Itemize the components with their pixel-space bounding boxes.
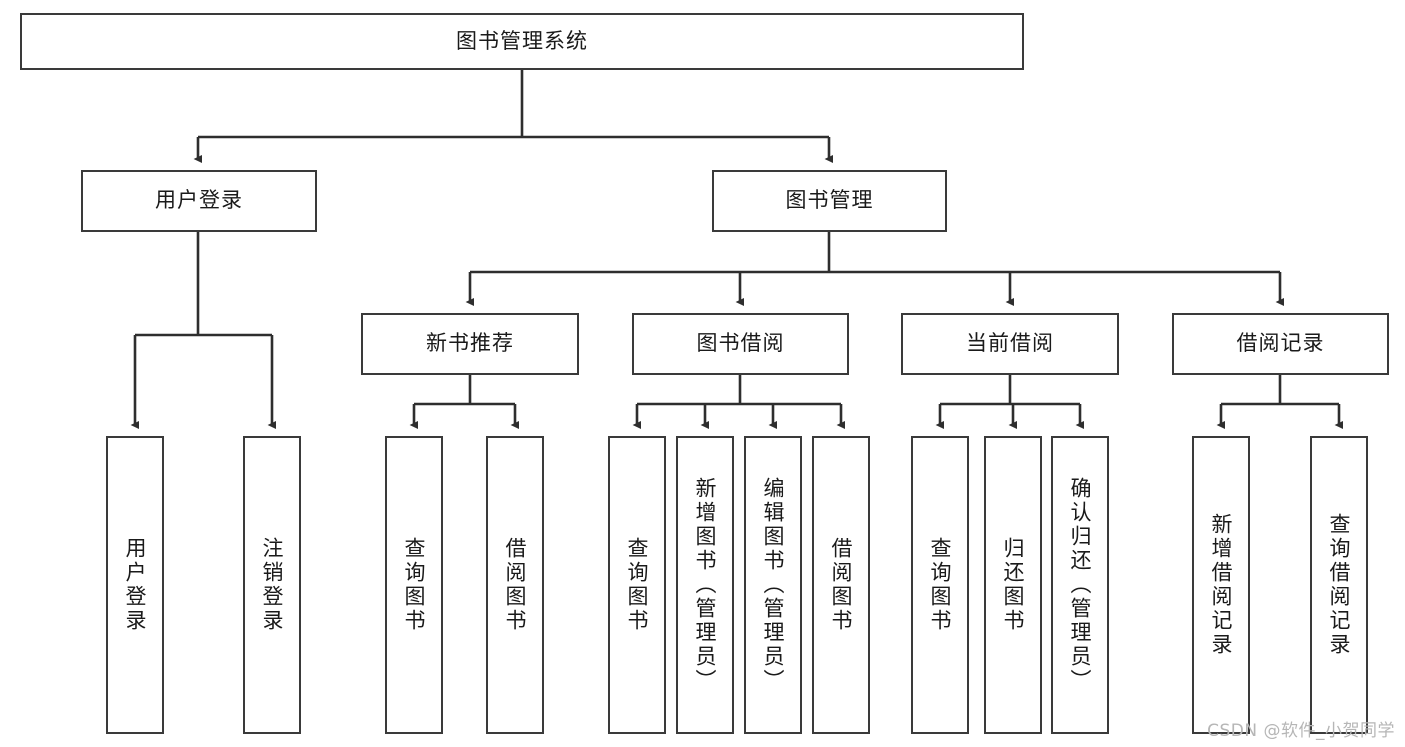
node-book-management-label: 图书管理 [785,188,874,213]
node-root[interactable]: 图书管理系统 [20,13,1024,70]
node-leaf-borrow-query[interactable]: 查询图书 [608,436,666,734]
watermark-text: CSDN @软件_小贺同学 [1207,721,1395,741]
node-user-login[interactable]: 用户登录 [81,170,317,232]
node-leaf-current-confirm[interactable]: 确认归还（管理员） [1051,436,1109,734]
node-leaf-recommend-borrow-label: 借阅图书 [503,537,527,633]
node-new-book-recommend-label: 新书推荐 [426,331,514,356]
node-current-borrow-label: 当前借阅 [966,331,1054,356]
node-leaf-borrow-add[interactable]: 新增图书（管理员） [676,436,734,734]
node-new-book-recommend[interactable]: 新书推荐 [361,313,579,375]
node-leaf-current-query-label: 查询图书 [928,537,952,633]
node-leaf-recommend-borrow[interactable]: 借阅图书 [486,436,544,734]
node-leaf-borrow-query-label: 查询图书 [625,537,649,633]
node-leaf-record-add-label: 新增借阅记录 [1209,513,1233,657]
node-leaf-current-query[interactable]: 查询图书 [911,436,969,734]
node-leaf-current-return[interactable]: 归还图书 [984,436,1042,734]
node-leaf-borrow-edit[interactable]: 编辑图书（管理员） [744,436,802,734]
node-leaf-borrow-add-label: 新增图书（管理员） [693,477,717,693]
node-leaf-borrow-lend-label: 借阅图书 [829,537,853,633]
node-leaf-logout-label: 注销登录 [260,537,284,633]
node-leaf-record-query-label: 查询借阅记录 [1327,513,1351,657]
node-leaf-recommend-query[interactable]: 查询图书 [385,436,443,734]
node-leaf-user-login[interactable]: 用户登录 [106,436,164,734]
node-book-borrow-label: 图书借阅 [696,331,785,356]
node-leaf-user-login-label: 用户登录 [123,537,147,633]
node-leaf-borrow-edit-label: 编辑图书（管理员） [761,477,785,693]
node-leaf-current-confirm-label: 确认归还（管理员） [1068,477,1092,693]
node-current-borrow[interactable]: 当前借阅 [901,313,1119,375]
node-book-management[interactable]: 图书管理 [712,170,947,232]
node-leaf-current-return-label: 归还图书 [1001,537,1025,633]
node-leaf-record-add[interactable]: 新增借阅记录 [1192,436,1250,734]
node-user-login-label: 用户登录 [155,188,243,213]
node-leaf-recommend-query-label: 查询图书 [402,537,426,633]
node-leaf-record-query[interactable]: 查询借阅记录 [1310,436,1368,734]
node-borrow-record[interactable]: 借阅记录 [1172,313,1389,375]
node-root-label: 图书管理系统 [456,28,588,53]
node-leaf-borrow-lend[interactable]: 借阅图书 [812,436,870,734]
node-leaf-logout[interactable]: 注销登录 [243,436,301,734]
node-borrow-record-label: 借阅记录 [1236,331,1325,356]
node-book-borrow[interactable]: 图书借阅 [632,313,849,375]
